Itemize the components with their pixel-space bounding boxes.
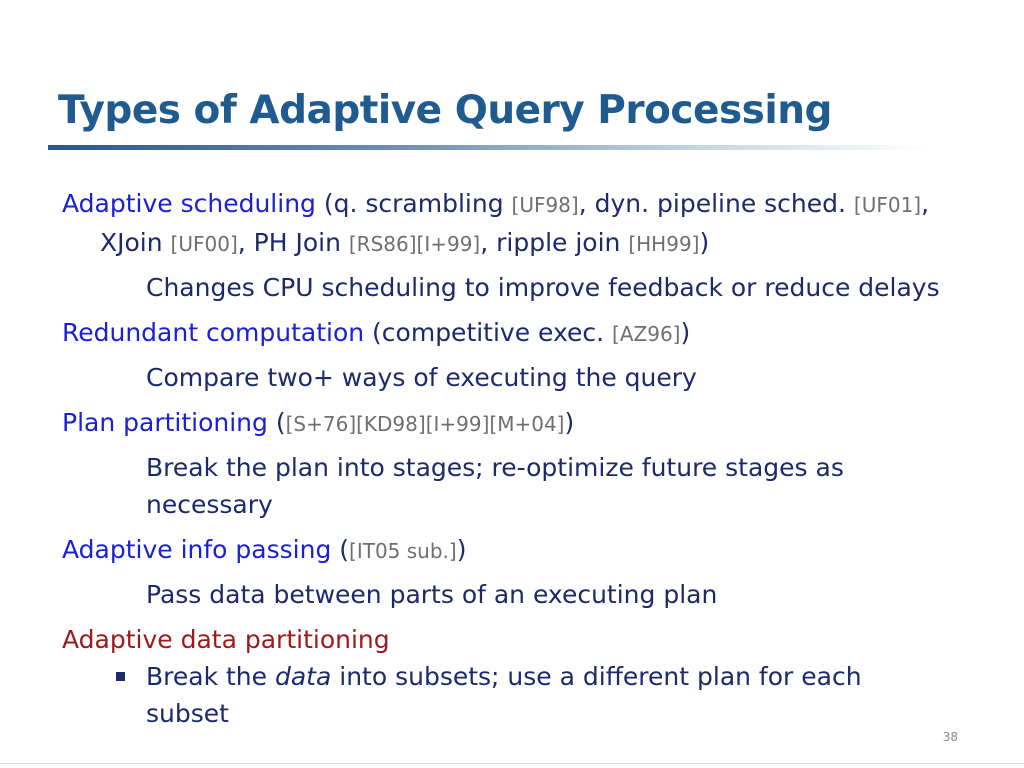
item-subtext: Compare two+ ways of executing the query [146,363,697,392]
list-item: Plan partitioning ([S+76][KD98][I+99][M+… [62,404,942,523]
citation: [UF01] [853,193,922,217]
item-detail: (competitive exec. [364,318,613,347]
page-number: 38 [942,730,958,744]
item-heading: Adaptive scheduling (q. scrambling [UF98… [62,185,942,263]
item-detail: ) [456,535,467,564]
item-term: Adaptive data partitioning [62,625,390,654]
item-term: Adaptive scheduling [62,189,316,218]
item-term: Redundant computation [62,318,365,347]
item-subtext: Pass data between parts of an executing … [146,580,718,609]
item-term: Plan partitioning [62,408,268,437]
bullet-text: into subsets; use a different plan for e… [146,662,862,728]
citation: [IT05 sub.] [349,539,457,563]
citation: [RS86][I+99] [348,232,481,256]
slide-title: Types of Adaptive Query Processing [58,88,832,133]
citation: [S+76][KD98][I+99][M+04] [285,412,565,436]
title-underline [48,145,928,150]
bullet-item: Break the data into subsets; use a diffe… [62,658,942,732]
item-heading: Plan partitioning ([S+76][KD98][I+99][M+… [62,404,942,443]
slide-content: Adaptive scheduling (q. scrambling [UF98… [62,185,942,740]
footer-divider [0,763,1024,764]
list-item: Redundant computation (competitive exec.… [62,314,942,396]
citation: [HH99] [628,232,700,256]
item-term: Adaptive info passing [62,535,332,564]
item-heading: Redundant computation (competitive exec.… [62,314,942,353]
citation: [UF98] [511,193,579,217]
citation: [AZ96] [612,322,681,346]
item-heading: Adaptive data partitioning [62,621,942,658]
item-detail: ( [331,535,350,564]
item-detail: ( [267,408,286,437]
item-detail: , PH Join [237,228,349,257]
item-detail: ) [680,318,691,347]
item-detail: , ripple join [480,228,629,257]
item-detail: ) [564,408,575,437]
item-detail: (q. scrambling [315,189,512,218]
item-heading: Adaptive info passing ([IT05 sub.]) [62,531,942,570]
bullet-emphasis: data [274,662,332,691]
item-detail: , XJoin [100,189,930,257]
bullet-text: Break the [146,662,275,691]
citation: [UF00] [170,232,238,256]
item-subtext: Changes CPU scheduling to improve feedba… [146,273,940,302]
list-item: Adaptive info passing ([IT05 sub.]) Pass… [62,531,942,613]
item-detail: ) [699,228,710,257]
square-bullet-icon [116,672,125,681]
item-detail: , dyn. pipeline sched. [578,189,854,218]
list-item: Adaptive scheduling (q. scrambling [UF98… [62,185,942,306]
list-item: Adaptive data partitioning Break the dat… [62,621,942,732]
item-subtext: Break the plan into stages; re-optimize … [146,453,844,519]
